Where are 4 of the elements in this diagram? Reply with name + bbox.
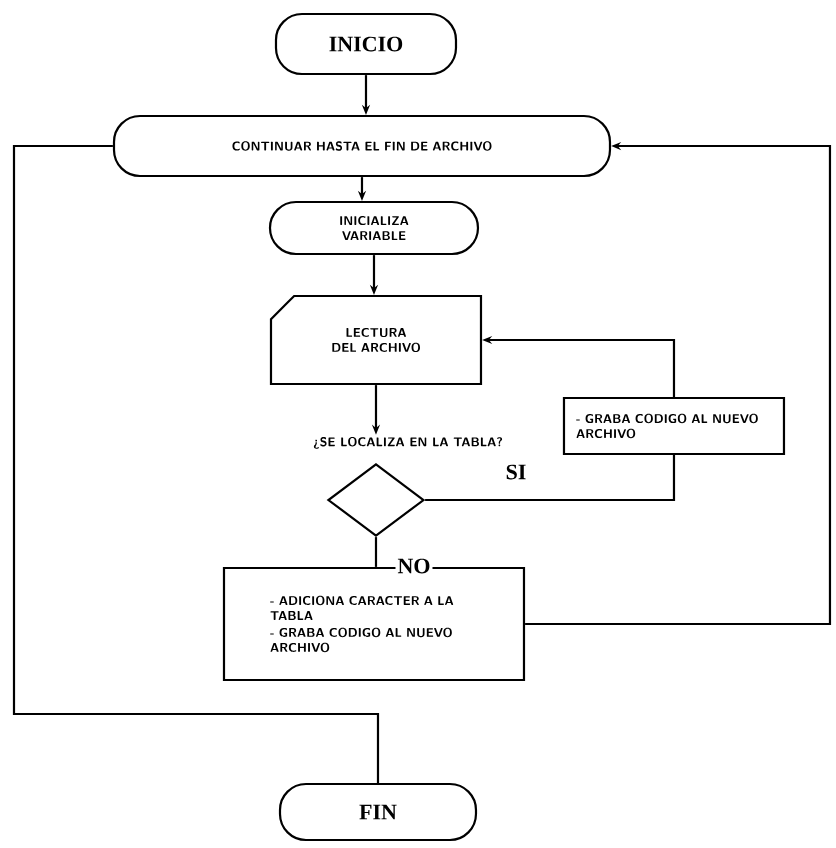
edge-label: NO [395, 556, 433, 576]
end-terminal: FIN [278, 782, 478, 842]
edge-label: SI [503, 462, 529, 482]
start-terminal: INICIO [274, 12, 458, 76]
